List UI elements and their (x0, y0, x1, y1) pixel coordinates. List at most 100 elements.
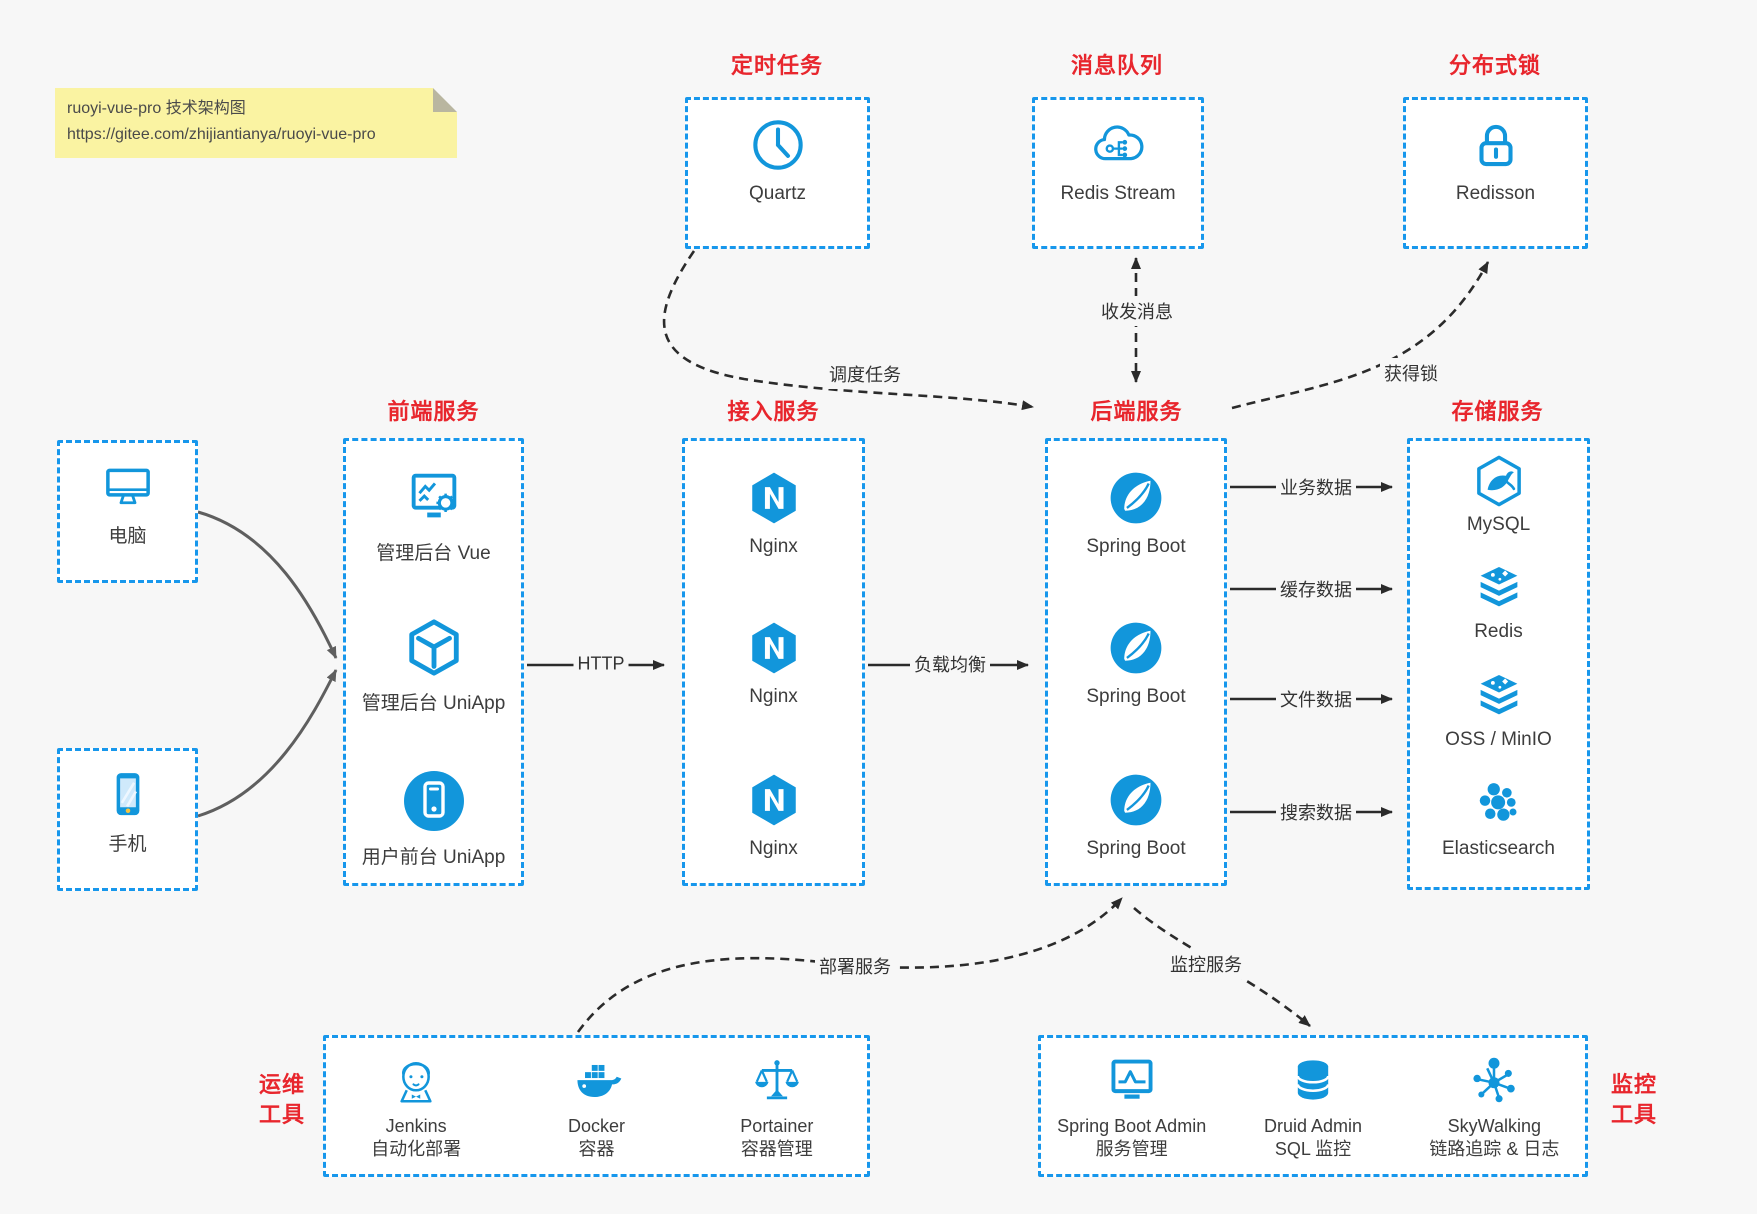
clock-icon (749, 116, 807, 174)
admin-vue-icon (403, 467, 465, 529)
elasticsearch-icon (1471, 777, 1527, 833)
node-redis-stream: Redis Stream (1035, 116, 1201, 205)
node-name: Druid Admin (1263, 1116, 1363, 1136)
node-nginx-2: Nginx (685, 619, 862, 708)
node-jenkins: Jenkins 自动化部署 (327, 1054, 506, 1160)
spring-icon (1107, 771, 1165, 829)
node-desc: 容器管理 (740, 1138, 813, 1159)
mobile-icon (100, 767, 156, 823)
node-label: Redis (1474, 621, 1523, 642)
node-label: 用户前台 UniApp (361, 847, 506, 868)
edge-label-monitoring: 监控服务 (1166, 949, 1246, 979)
group-title-storage: 存储服务 (1451, 399, 1544, 424)
portainer-icon (750, 1054, 804, 1108)
node-label: 管理后台 Vue (376, 543, 491, 564)
node-label: Quartz (748, 183, 807, 204)
group-title-ops: 运维 工具 (258, 1072, 305, 1127)
node-pc: 电脑 (60, 459, 195, 548)
node-docker: Docker 容器 (507, 1054, 686, 1160)
node-label: 管理后台 UniApp (361, 693, 506, 714)
spring-icon (1107, 619, 1165, 677)
group-title-backend: 后端服务 (1090, 399, 1183, 424)
cloud-stream-icon (1089, 116, 1147, 174)
monitor-tools-box: Spring Boot Admin 服务管理 Druid Admin SQL 监… (1038, 1035, 1588, 1177)
node-user-uniapp: 用户前台 UniApp (346, 769, 521, 869)
pc-client-box: 电脑 (57, 440, 198, 583)
cube-icon (403, 617, 465, 679)
edge-label-get-lock: 获得锁 (1380, 358, 1442, 388)
node-nginx-1: Nginx (685, 469, 862, 558)
sticky-note: ruoyi-vue-pro 技术架构图 https://gitee.com/zh… (55, 88, 457, 158)
edge-label-load-balance: 负载均衡 (910, 649, 990, 679)
node-name: SkyWalking (1447, 1116, 1541, 1136)
monitor-chart-icon (1105, 1054, 1159, 1108)
group-title-frontend: 前端服务 (387, 399, 480, 424)
node-label: Spring Boot (1086, 838, 1186, 859)
ops-tools-box: Jenkins 自动化部署 Docker 容器 Portainer 容器管理 (323, 1035, 870, 1177)
user-app-icon (402, 769, 466, 833)
node-springboot-2: Spring Boot (1048, 619, 1224, 708)
backend-box: Spring Boot Spring Boot Spring Boot (1045, 438, 1227, 886)
node-admin-vue: 管理后台 Vue (346, 467, 521, 565)
node-name: Spring Boot Admin (1057, 1116, 1207, 1136)
spring-icon (1107, 469, 1165, 527)
edge-label-biz-data: 业务数据 (1276, 472, 1356, 502)
node-label: Spring Boot (1086, 686, 1186, 707)
topology-icon (1467, 1054, 1521, 1108)
node-desc: 容器 (578, 1138, 615, 1159)
database-icon (1286, 1054, 1340, 1108)
node-name: Jenkins (385, 1116, 447, 1136)
docker-icon (569, 1054, 623, 1108)
node-label: MySQL (1466, 514, 1531, 535)
frontend-box: 管理后台 Vue 管理后台 UniApp 用户前台 UniApp (343, 438, 524, 886)
node-druid-admin: Druid Admin SQL 监控 (1223, 1054, 1403, 1160)
node-phone: 手机 (60, 767, 195, 856)
scheduler-box: Quartz (685, 97, 870, 249)
edge-label-schedule: 调度任务 (825, 359, 905, 389)
mq-box: Redis Stream (1032, 97, 1204, 249)
group-title-lock: 分布式锁 (1448, 53, 1541, 78)
node-label: 手机 (108, 834, 147, 855)
node-skywalking: SkyWalking 链路追踪 & 日志 (1405, 1054, 1585, 1160)
note-fold-corner (433, 88, 457, 112)
mysql-icon (1471, 453, 1527, 509)
nginx-icon (745, 771, 803, 829)
nginx-icon (745, 619, 803, 677)
layers-icon (1471, 560, 1527, 616)
edge-label-cache-data: 缓存数据 (1276, 574, 1356, 604)
node-label: OSS / MinIO (1445, 729, 1552, 750)
edge-phone-to-frontend (197, 669, 338, 818)
edge-label-deploy: 部署服务 (815, 951, 895, 981)
edge-get-lock (1231, 261, 1490, 410)
node-oss-minio: OSS / MinIO (1410, 668, 1587, 751)
node-label: Nginx (749, 686, 798, 707)
node-label: 电脑 (108, 526, 147, 547)
lock-box: Redisson (1403, 97, 1588, 249)
node-springboot-admin: Spring Boot Admin 服务管理 (1042, 1054, 1222, 1160)
jenkins-icon (389, 1054, 443, 1108)
node-quartz: Quartz (688, 116, 867, 205)
layers-icon (1471, 668, 1527, 724)
node-redisson: Redisson (1406, 116, 1585, 205)
group-title-mq: 消息队列 (1070, 53, 1163, 78)
node-label: Nginx (749, 536, 798, 557)
node-desc: 自动化部署 (371, 1138, 462, 1159)
node-mysql: MySQL (1410, 453, 1587, 536)
node-label: Redis Stream (1060, 183, 1176, 204)
group-title-monitor: 监控 工具 (1610, 1072, 1657, 1127)
node-label: Redisson (1455, 183, 1536, 204)
edge-label-http: HTTP (573, 651, 629, 677)
edge-label-file-data: 文件数据 (1276, 684, 1356, 714)
node-nginx-3: Nginx (685, 771, 862, 860)
node-desc: SQL 监控 (1274, 1138, 1352, 1159)
node-elasticsearch: Elasticsearch (1410, 777, 1587, 860)
node-label: Elasticsearch (1442, 838, 1555, 859)
edge-label-message: 收发消息 (1097, 296, 1177, 326)
lock-icon (1467, 116, 1525, 174)
note-url: https://gitee.com/zhijiantianya/ruoyi-vu… (67, 125, 376, 143)
node-redis: Redis (1410, 560, 1587, 643)
node-desc: 链路追踪 & 日志 (1429, 1138, 1560, 1159)
storage-box: MySQL Redis OSS / MinIO Elasticsearch (1407, 438, 1590, 890)
node-name: Docker (567, 1116, 625, 1136)
